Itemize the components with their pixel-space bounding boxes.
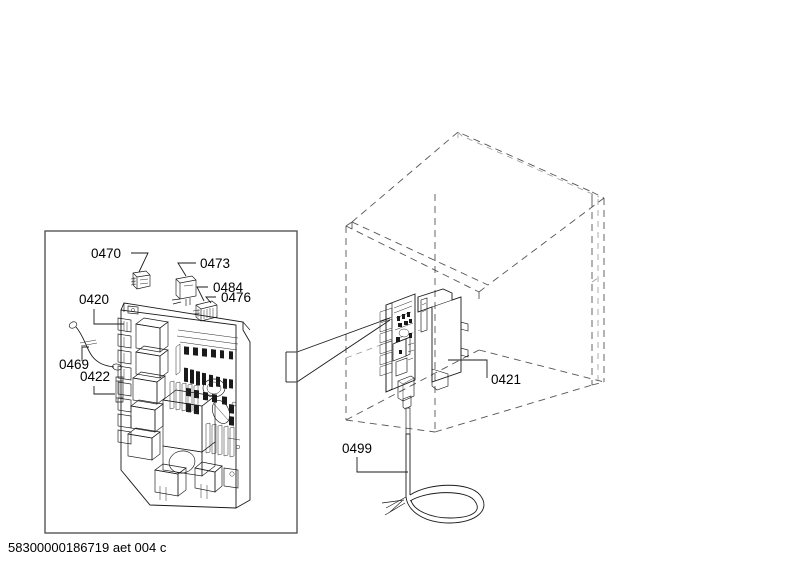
bracket-foot	[431, 368, 449, 391]
mains-cable-0499-group	[381, 407, 485, 524]
pcb-resistor-bank-right	[205, 422, 235, 458]
leader-0422	[93, 386, 115, 395]
cable-loop-inner	[409, 492, 478, 519]
callout-link-upper	[296, 317, 391, 353]
pcb-mount-hole-a	[229, 471, 235, 477]
cabinet-floor-left-edge	[345, 419, 436, 433]
pcb-lower-components	[154, 461, 239, 501]
cabinet-floor-back-right	[478, 349, 605, 383]
part-0422-fuse	[115, 376, 124, 403]
label-0470: 0470	[91, 246, 121, 261]
pcb-silkscreen-mark	[227, 437, 241, 441]
leader-0473	[177, 262, 196, 277]
cabinet-top-right-link	[591, 191, 605, 199]
mounted-pcb-smd-region	[393, 300, 414, 342]
pcb-mount-hole-c	[235, 444, 241, 450]
cabinet-right-panel-notch	[591, 277, 599, 283]
cable-wire-3	[384, 502, 406, 516]
cabinet-top-thickness	[457, 131, 600, 198]
label-0499: 0499	[342, 441, 372, 456]
mounted-pcb-trace-b	[407, 349, 415, 353]
pcb-resistor-bank-left	[169, 380, 199, 414]
mounted-control-module-group	[379, 288, 469, 410]
cabinet-floor-inner-guide	[345, 329, 421, 359]
bracket-slot-a	[421, 302, 427, 306]
mounted-pcb-trace-c	[407, 357, 414, 361]
bracket-plate-fold	[431, 296, 462, 308]
leader-0484	[196, 286, 208, 302]
leader-0420	[93, 309, 124, 325]
leader-0421	[448, 359, 488, 378]
mounted-pcb-connectors	[379, 307, 393, 377]
cabinet-right-panel-bottom-link	[591, 381, 605, 386]
cabinet-floor-back-left	[345, 349, 480, 421]
cabinet-top-back-edge	[351, 131, 593, 223]
detail-pcb-0420-group	[117, 302, 251, 509]
mounted-pcb-chip	[399, 350, 402, 354]
bracket-tab-upper	[460, 321, 469, 332]
pcb-board-outline	[120, 302, 251, 509]
part-0469-earth-wire	[68, 321, 122, 371]
cabinet-top-front-edge	[351, 197, 605, 286]
pcb-edge-tick-b	[242, 321, 251, 331]
cable-wire-2	[381, 499, 405, 504]
pcb-smd-area-mid	[175, 343, 234, 426]
bracket-plate-0421	[417, 288, 462, 383]
label-0421: 0421	[491, 372, 521, 387]
part-0484-0476-connector-block	[192, 300, 218, 322]
label-0476: 0476	[221, 290, 251, 305]
leader-0476	[205, 296, 216, 304]
callout-link-lower	[296, 319, 391, 383]
cabinet-shelf-right-tick	[478, 284, 489, 293]
leader-0499	[356, 457, 408, 473]
label-0484: 0484	[213, 280, 244, 295]
cabinet-floor-right-edge	[434, 384, 593, 433]
bracket-tab-lower	[460, 347, 469, 358]
label-0473: 0473	[200, 256, 230, 271]
cabinet-shelf-front-edge	[345, 225, 480, 293]
label-0420: 0420	[79, 292, 109, 307]
pcb-left-connector-stack	[117, 317, 132, 445]
cabinet-left-top-link	[345, 221, 353, 227]
pcb-top-tab	[127, 305, 139, 315]
cable-wire-1	[385, 496, 407, 509]
footer-document-code: 58300000186719 aet 004 c	[8, 540, 167, 555]
pcb-mount-hole-b	[231, 401, 237, 407]
mains-inlet-connector	[397, 375, 415, 402]
cable-loop-outer	[405, 484, 485, 524]
pcb-electrolytic-capacitor	[212, 400, 230, 424]
bracket-stiffener	[420, 297, 428, 333]
oven-cabinet-group	[345, 131, 605, 433]
pcb-relay-blocks	[127, 317, 169, 461]
mounted-pcb-relay	[395, 357, 408, 377]
label-0422: 0422	[80, 369, 110, 384]
mains-inlet-boot	[402, 395, 412, 410]
leader-0470	[131, 252, 149, 273]
part-0473-relay	[171, 275, 197, 306]
cable-wire-4	[389, 500, 403, 513]
pcb-smd-area-upper	[176, 329, 239, 360]
leader-0469	[81, 346, 89, 361]
detail-callout-box	[44, 230, 298, 534]
pcb-top-tab-hole	[131, 308, 135, 312]
mounted-pcb-transformer-side	[405, 336, 411, 357]
mounted-pcb-trace-a	[407, 342, 415, 346]
label-0469: 0469	[59, 357, 89, 372]
part-0470-connector	[130, 270, 151, 290]
bracket-slot-b	[421, 309, 427, 313]
